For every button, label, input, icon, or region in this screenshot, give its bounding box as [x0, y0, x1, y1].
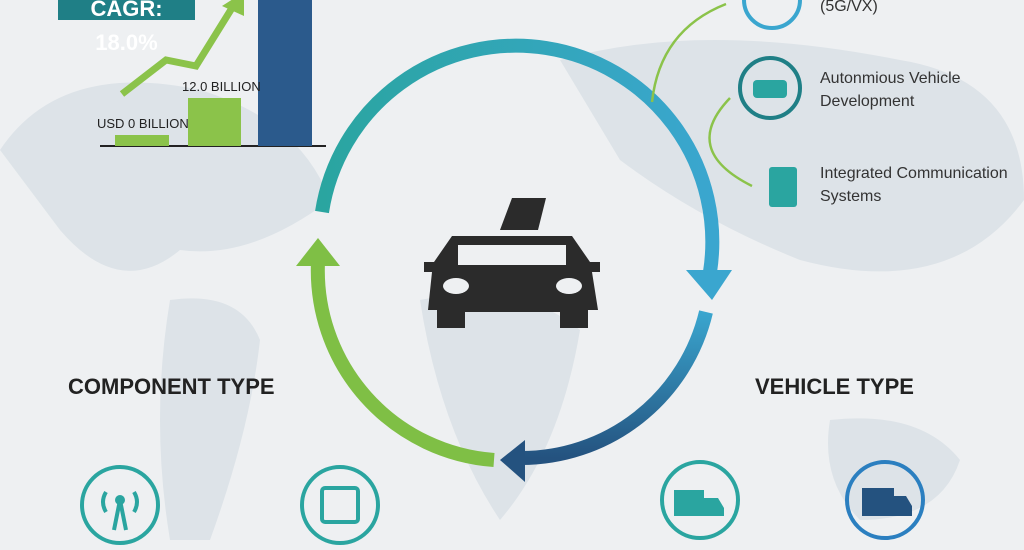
growth-arrowhead — [222, 0, 244, 16]
arrowhead-blue — [500, 440, 525, 482]
bar-12 — [188, 98, 241, 146]
bar-label-12: 12.0 BILLION — [182, 79, 261, 94]
connector-arrow — [708, 97, 753, 188]
connected-car-icon — [742, 0, 802, 30]
bar-forecast — [258, 0, 312, 146]
connector-arrow — [650, 2, 727, 103]
world-map-background — [0, 40, 1024, 540]
antenna-icon — [80, 465, 160, 545]
growth-arrow — [119, 6, 235, 97]
feature-5g-label: (5G/VX) — [820, 0, 878, 15]
autonomous-car-icon — [424, 198, 600, 328]
bar-label-0: USD 0 BILLION — [97, 116, 189, 131]
feature-av-line2: Development — [820, 93, 915, 110]
cycle-arc-teal — [315, 38, 720, 274]
bar-0 — [115, 135, 169, 146]
electric-truck-icon — [845, 460, 925, 540]
feature-ics-line1: Integrated Communication — [820, 165, 1008, 182]
vehicle-type-heading: VEHICLE TYPE — [755, 374, 914, 399]
feature-av-line1: Autonmious Vehicle — [820, 70, 961, 87]
chip-icon-bottom — [300, 465, 380, 545]
component-type-heading: COMPONENT TYPE — [68, 374, 275, 399]
cycle-arc-blue — [519, 310, 713, 466]
cagr-badge: CAGR: 18.0% — [58, 0, 195, 55]
chip-icon — [769, 167, 797, 207]
truck-icon — [660, 460, 740, 540]
arrowhead-green — [296, 238, 340, 266]
cycle-arc-green — [310, 261, 495, 467]
arrowhead-teal — [686, 270, 732, 300]
feature-ics-line2: Systems — [820, 188, 882, 205]
car-icon — [753, 80, 787, 98]
car-icon-ring — [738, 56, 802, 120]
